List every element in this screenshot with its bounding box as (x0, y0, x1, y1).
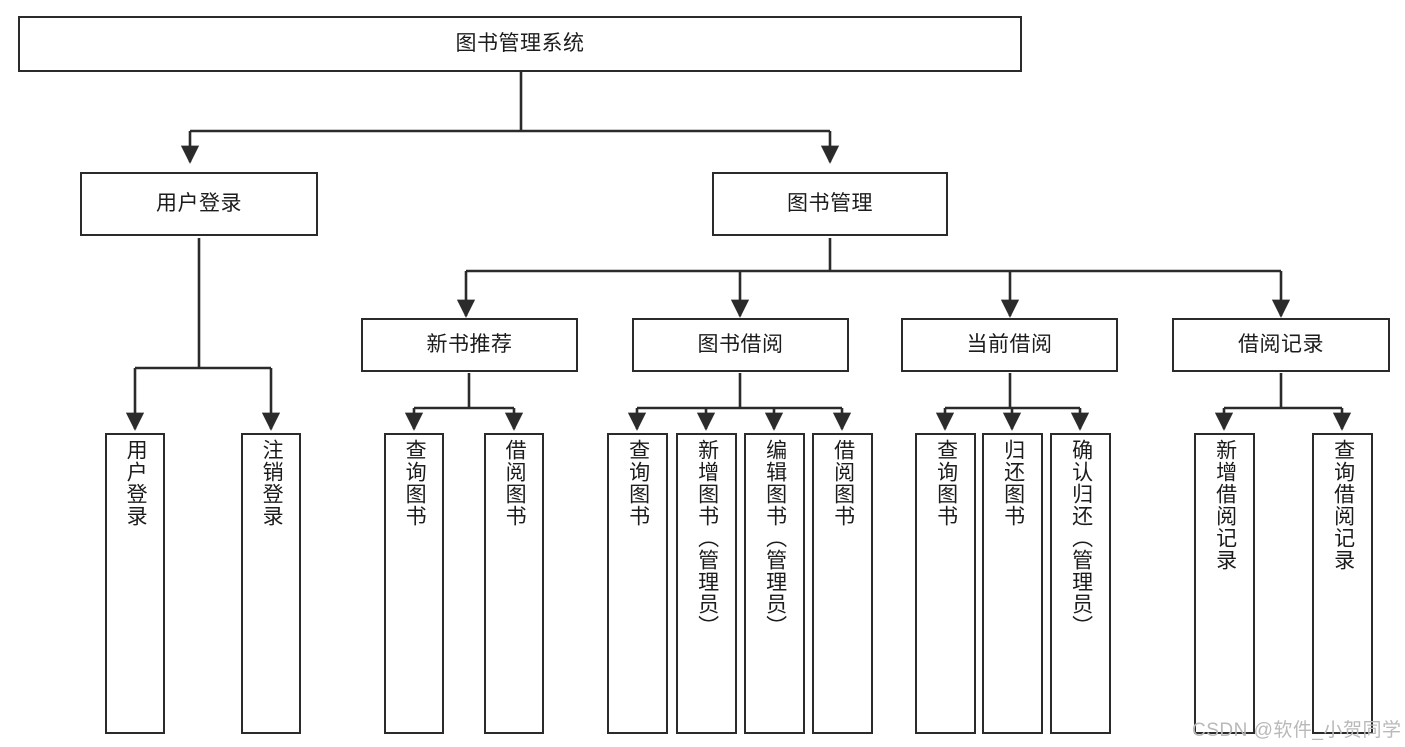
node-leaf-query-book-2-label: 查询图书 (626, 439, 650, 527)
node-leaf-add-book-label: 新增图书（管理员） (695, 439, 719, 637)
node-leaf-query-record[interactable]: 查询借阅记录 (1312, 433, 1373, 734)
node-current-borrow[interactable]: 当前借阅 (901, 318, 1118, 372)
node-leaf-confirm-return-label: 确认归还（管理员） (1069, 439, 1093, 637)
node-leaf-query-book-3-label: 查询图书 (934, 439, 958, 527)
node-leaf-add-record[interactable]: 新增借阅记录 (1194, 433, 1255, 734)
node-book-borrow-label: 图书借阅 (697, 332, 784, 356)
node-leaf-edit-book-label: 编辑图书（管理员） (763, 439, 787, 637)
node-root-label: 图书管理系统 (455, 31, 585, 55)
node-leaf-return-book[interactable]: 归还图书 (982, 433, 1043, 734)
node-current-borrow-label: 当前借阅 (966, 332, 1053, 356)
node-leaf-add-book[interactable]: 新增图书（管理员） (676, 433, 737, 734)
node-new-book-recommend-label: 新书推荐 (426, 332, 513, 356)
node-user-login-label: 用户登录 (156, 191, 242, 215)
node-leaf-logout-login[interactable]: 注销登录 (241, 433, 301, 734)
node-root[interactable]: 图书管理系统 (18, 16, 1022, 72)
node-leaf-edit-book[interactable]: 编辑图书（管理员） (744, 433, 805, 734)
node-book-manage-label: 图书管理 (787, 191, 873, 215)
node-book-manage[interactable]: 图书管理 (712, 172, 948, 236)
node-leaf-borrow-book-2[interactable]: 借阅图书 (812, 433, 873, 734)
csdn-watermark: CSDN @软件_小贺同学 (1192, 720, 1402, 741)
node-leaf-return-book-label: 归还图书 (1001, 439, 1025, 527)
node-leaf-query-book-3[interactable]: 查询图书 (915, 433, 976, 734)
node-leaf-user-login-label: 用户登录 (124, 439, 148, 527)
node-borrow-record-label: 借阅记录 (1238, 332, 1324, 356)
node-book-borrow[interactable]: 图书借阅 (632, 318, 849, 372)
node-leaf-add-record-label: 新增借阅记录 (1213, 439, 1237, 571)
node-leaf-query-book-1[interactable]: 查询图书 (384, 433, 444, 734)
node-new-book-recommend[interactable]: 新书推荐 (361, 318, 578, 372)
node-leaf-borrow-book-2-label: 借阅图书 (831, 439, 855, 527)
node-leaf-query-record-label: 查询借阅记录 (1331, 439, 1355, 571)
node-user-login[interactable]: 用户登录 (80, 172, 318, 236)
node-leaf-confirm-return[interactable]: 确认归还（管理员） (1050, 433, 1111, 734)
node-leaf-query-book-1-label: 查询图书 (403, 439, 427, 527)
node-leaf-borrow-book-1[interactable]: 借阅图书 (484, 433, 544, 734)
node-leaf-logout-login-label: 注销登录 (260, 439, 284, 527)
node-leaf-borrow-book-1-label: 借阅图书 (503, 439, 527, 527)
node-borrow-record[interactable]: 借阅记录 (1172, 318, 1390, 372)
node-leaf-user-login[interactable]: 用户登录 (105, 433, 165, 734)
node-leaf-query-book-2[interactable]: 查询图书 (607, 433, 668, 734)
